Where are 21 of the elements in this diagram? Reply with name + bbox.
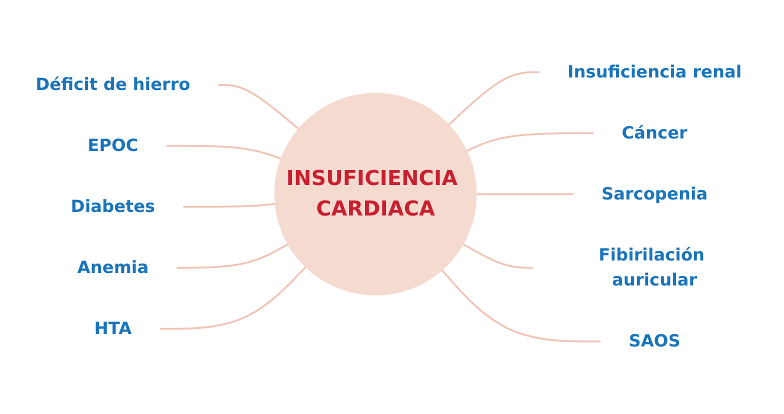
connector	[466, 132, 594, 152]
connector	[441, 270, 601, 343]
node-text: Insuficiencia renal	[567, 62, 742, 82]
node-text: Déficit de hierro	[36, 75, 190, 95]
connector	[476, 193, 574, 196]
node-text: Fibirilación auricular	[598, 245, 705, 290]
node-text: HTA	[94, 319, 132, 339]
connector	[448, 71, 540, 126]
node-text: Diabetes	[70, 197, 156, 217]
node-text: SAOS	[628, 332, 680, 352]
node-circle: INSUFICIENCIA CARDIACA	[274, 93, 477, 296]
connector	[183, 203, 276, 208]
node-text: Anemia	[77, 258, 149, 278]
node-text: Cáncer	[622, 124, 688, 144]
node-text: EPOC	[88, 136, 138, 156]
connector	[166, 145, 282, 160]
connector	[160, 266, 306, 330]
connector	[462, 244, 533, 269]
node-text: Sarcopenia	[601, 184, 708, 204]
connector	[176, 244, 288, 269]
connector	[218, 84, 300, 130]
